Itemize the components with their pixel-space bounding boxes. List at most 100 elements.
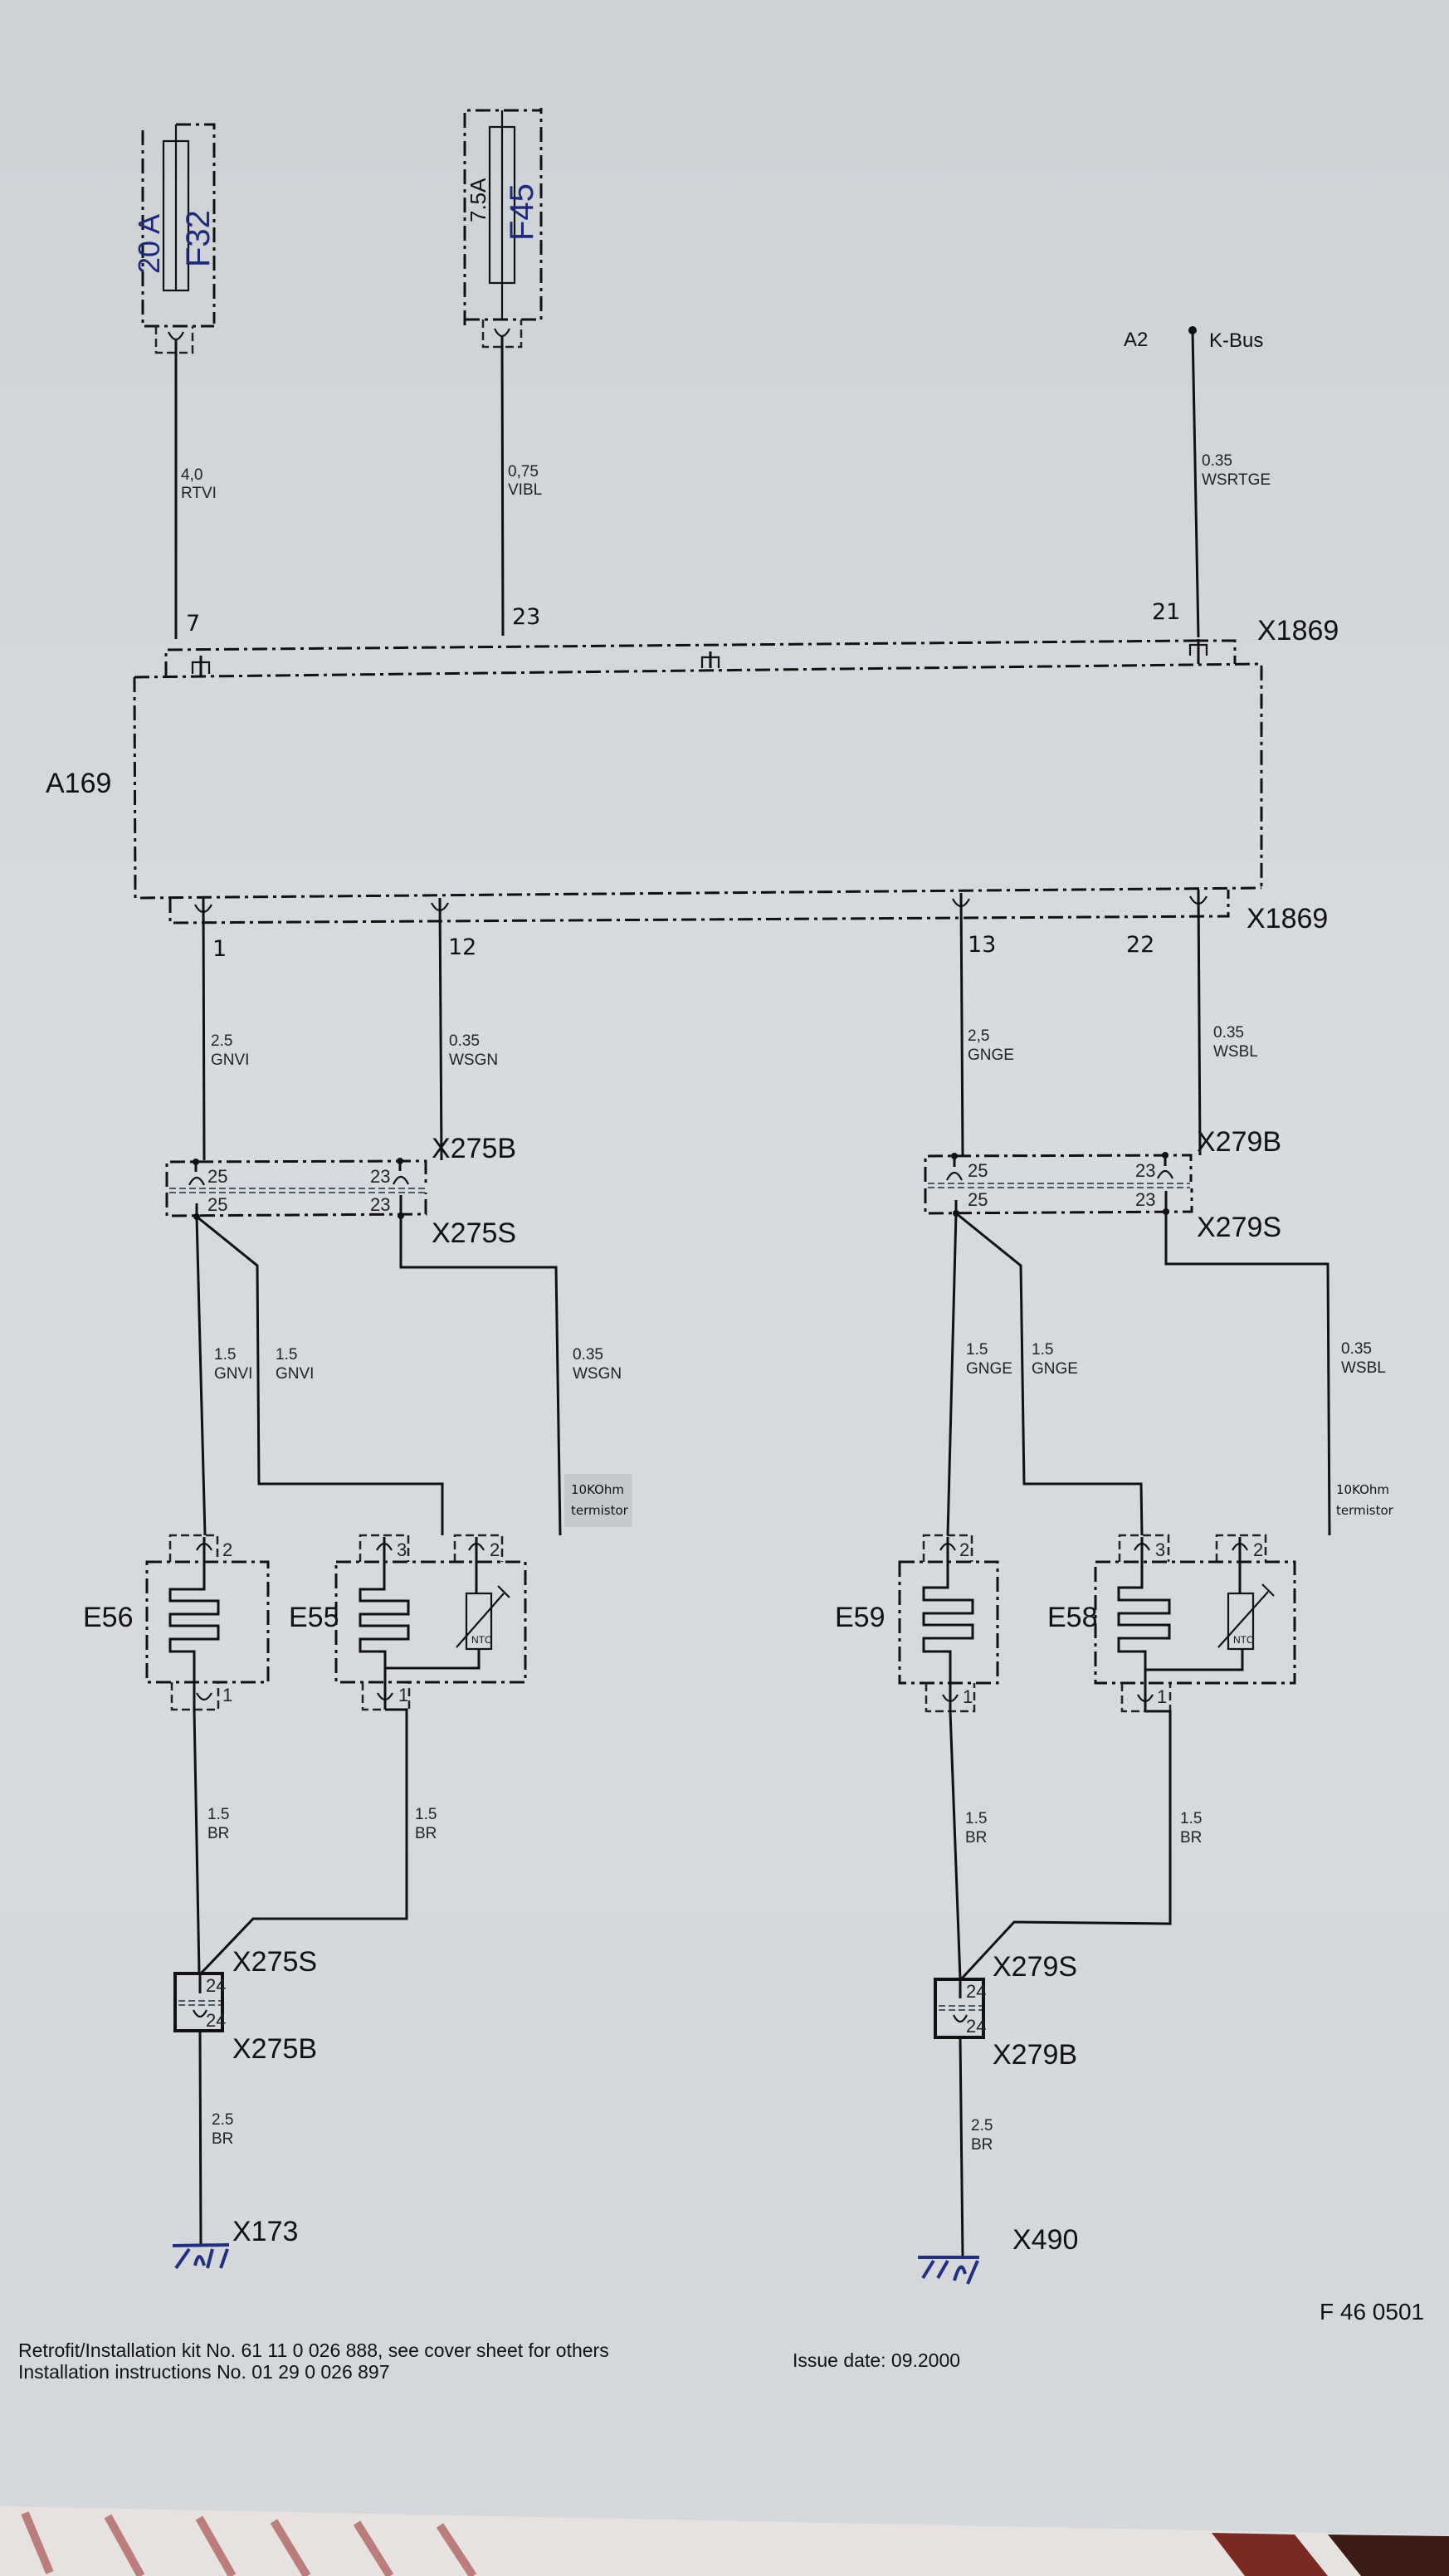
pin-number: 1 xyxy=(398,1685,408,1705)
pin-number: 24 xyxy=(966,2016,986,2037)
wire-pin1: 1 2.5 GNVI xyxy=(202,897,249,1161)
wire-color: WSBL xyxy=(1213,1043,1258,1061)
heater-label: E58 xyxy=(1047,1602,1098,1633)
pin-number: 2 xyxy=(490,1539,500,1560)
wire-size: 0.35 xyxy=(1341,1340,1372,1358)
wire-color: GNVI xyxy=(276,1365,314,1383)
pin-number: 25 xyxy=(207,1166,227,1187)
pin-number: 24 xyxy=(966,1981,986,2002)
connector-x279: 25 23 25 23 X279B X279S xyxy=(924,1126,1281,1243)
wire-size: 1.5 xyxy=(965,1810,987,1827)
wire-size: 1.5 xyxy=(415,1806,437,1823)
heating-element-icon xyxy=(1117,1537,1171,1711)
wire-size: 1.5 xyxy=(966,1341,988,1359)
pin-number: 7 xyxy=(186,611,200,637)
wire-size: 0.35 xyxy=(449,1032,480,1050)
wire-color: WSRTGE xyxy=(1202,471,1271,489)
wire-size: 1.5 xyxy=(1032,1341,1053,1359)
wire-size: 0.35 xyxy=(1202,452,1232,470)
pin-plug-icon xyxy=(393,1175,409,1185)
figure-id: F 46 0501 xyxy=(1320,2299,1424,2325)
pin-number: 2 xyxy=(222,1539,232,1560)
connector-label: X279B xyxy=(1197,1126,1281,1158)
pin-socket-icon xyxy=(953,2014,968,2023)
pin-number: 3 xyxy=(1155,1539,1165,1560)
pin-plug-icon xyxy=(188,1176,205,1186)
ntc-label: NTC xyxy=(1233,1634,1254,1646)
wire-color: WSBL xyxy=(1341,1359,1386,1377)
fuse-f32: 20 A F32 xyxy=(132,123,217,354)
wire-color: BR xyxy=(1180,1829,1202,1847)
wire-color: GNGE xyxy=(1032,1360,1078,1378)
bus-ref: A2 xyxy=(1124,329,1148,351)
wire-f45-to-pin23: 0,75 VIBL 23 xyxy=(500,335,542,637)
pin-number: 2 xyxy=(1253,1539,1263,1560)
pin-number: 12 xyxy=(448,934,476,960)
heater-label: E56 xyxy=(83,1602,134,1633)
wire-size: 4,0 xyxy=(181,466,202,484)
right-ground-path: 1.5 BR 1.5 BR 24 24 X279S X279B 2.5 BR X… xyxy=(918,1710,1202,2285)
pin-number: 22 xyxy=(1126,932,1154,958)
connector-label: X275B xyxy=(232,2033,317,2065)
heater-e55: NTC 3 2 1 E55 xyxy=(289,1534,527,1711)
wire-color: GNVI xyxy=(214,1365,252,1383)
thermistor-note: termistor xyxy=(1336,1503,1394,1518)
connector-label: X1869 xyxy=(1247,903,1328,934)
pin-plug-icon xyxy=(946,1171,963,1181)
wire-pin12: 12 0.35 WSGN xyxy=(438,897,498,1161)
connector-socket-icon xyxy=(168,331,184,341)
wire-size: 1.5 xyxy=(214,1346,236,1364)
pin-number: 1 xyxy=(963,1686,973,1707)
wire-size: 2,5 xyxy=(968,1027,989,1045)
connector-socket-icon xyxy=(494,328,510,338)
heater-label: E55 xyxy=(289,1602,339,1633)
wire-size: 2.5 xyxy=(971,2117,993,2134)
footer-kit-number: Retrofit/Installation kit No. 61 11 0 02… xyxy=(18,2339,609,2361)
heating-element-icon xyxy=(922,1537,974,1711)
thermistor-note: 10KOhm xyxy=(571,1482,624,1497)
fuse-id: F32 xyxy=(180,210,217,267)
pin-number: 23 xyxy=(512,604,540,630)
pin-number: 23 xyxy=(1135,1189,1155,1210)
heating-element-icon xyxy=(168,1537,220,1710)
thermistor-note: termistor xyxy=(571,1503,629,1518)
connector-label: X275S xyxy=(232,1946,317,1978)
pin-number: 25 xyxy=(207,1194,227,1215)
pin-socket-icon xyxy=(196,1692,212,1701)
pin-plug-icon xyxy=(1157,1169,1173,1179)
connector-label: X279S xyxy=(993,1951,1077,1983)
wire-color: BR xyxy=(207,1825,229,1842)
wire-size: 0.35 xyxy=(573,1346,603,1364)
footer-instructions-number: Installation instructions No. 01 29 0 02… xyxy=(18,2361,390,2383)
pin-number: 21 xyxy=(1152,599,1180,625)
pin-number: 23 xyxy=(370,1194,390,1215)
pin-number: 25 xyxy=(968,1189,988,1210)
wire-color: GNGE xyxy=(966,1360,1012,1378)
heater-e58: NTC 3 2 1 E58 xyxy=(1047,1534,1296,1713)
bus-label: K-Bus xyxy=(1209,329,1263,352)
wire-color: RTVI xyxy=(181,485,217,502)
connector-x275: 25 23 25 23 X275B X275S xyxy=(165,1133,516,1249)
connector-label: X275S xyxy=(432,1217,516,1249)
connector-label: X275B xyxy=(432,1133,516,1164)
left-ground-path: 1.5 BR 1.5 BR 24 24 X275S X275B 2.5 BR X… xyxy=(172,1708,437,2270)
wire-size: 0.35 xyxy=(1213,1024,1244,1042)
wire-color: VIBL xyxy=(508,481,542,499)
ground-icon xyxy=(172,2243,230,2270)
wire-size: 1.5 xyxy=(1180,1810,1202,1827)
heating-element-icon xyxy=(359,1537,410,1710)
wire-pin22: 22 0.35 WSBL xyxy=(1126,889,1258,1156)
ground-label: X173 xyxy=(232,2216,298,2247)
wire-color: GNVI xyxy=(211,1051,249,1069)
heater-e59: 2 1 E59 xyxy=(835,1534,999,1713)
pin-number: 23 xyxy=(1135,1160,1155,1181)
pin-number: 24 xyxy=(206,1975,226,1996)
wire-size: 0,75 xyxy=(508,463,539,481)
connector-label: X279B xyxy=(993,2039,1077,2071)
wire-color: BR xyxy=(965,1829,987,1847)
fuse-id: F45 xyxy=(504,183,540,241)
wire-color: BR xyxy=(415,1825,437,1842)
wire-size: 1.5 xyxy=(276,1346,297,1364)
